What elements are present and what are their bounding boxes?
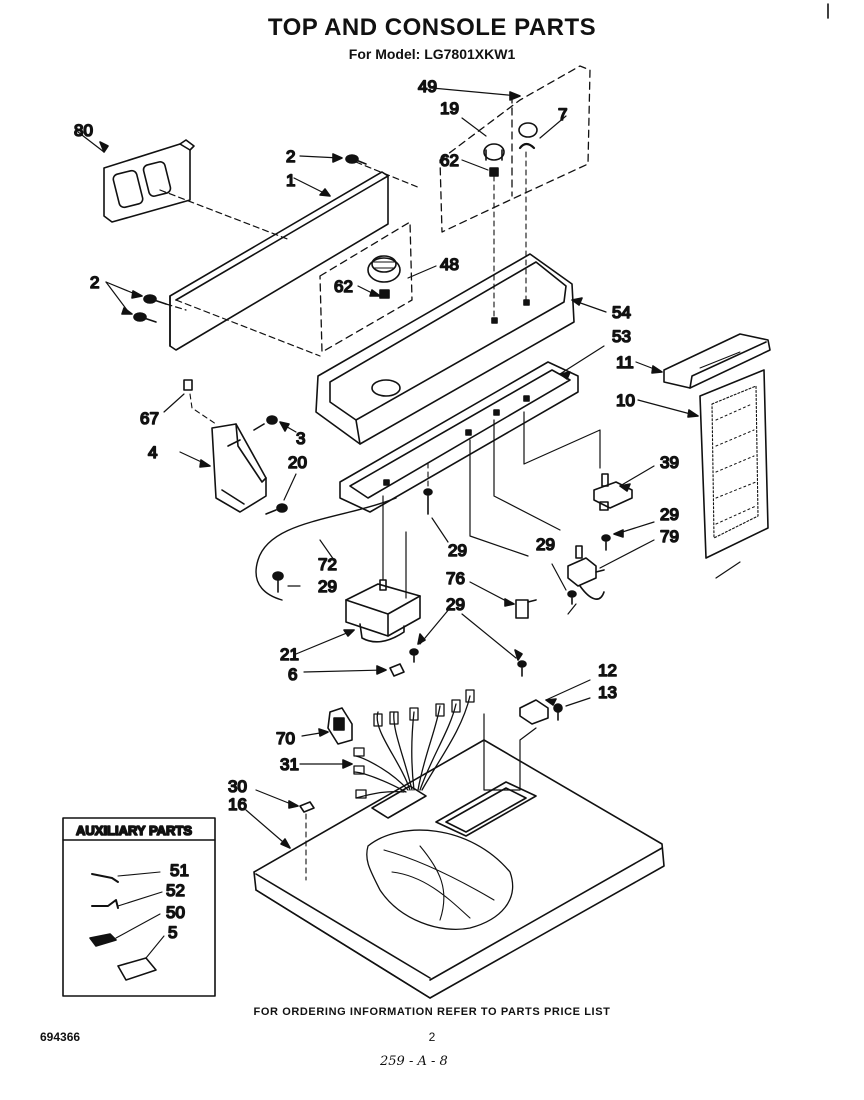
callout-16: 16 [228,795,247,814]
group-49-box [439,65,591,233]
part-29-screw-79 [567,590,577,605]
callout-54: 54 [612,303,631,322]
leader-80-arrow [99,141,109,153]
part-1-console-panel [169,171,389,351]
callout-70: 70 [276,729,295,748]
part-54-console-channel [315,253,575,445]
auxiliary-parts-title: AUXILIARY PARTS [76,823,192,838]
handwritten-reference: 259 - A - 8 [380,1054,448,1069]
part-29-screw-right [517,660,527,677]
callout-29: 29 [446,595,465,614]
page-number: 2 [428,1030,436,1044]
callout-12: 12 [598,661,617,680]
callout-20: 20 [288,453,307,472]
callout-6: 6 [288,665,297,684]
part-79-thermostat [567,545,605,615]
page-title: TOP AND CONSOLE PARTS [267,14,597,41]
callout-21: 21 [280,645,299,664]
callout-39: 39 [660,453,679,472]
callout-11: 11 [616,353,634,372]
part-29-screw-center [423,488,433,515]
callout-4: 4 [148,443,157,462]
callout-49: 49 [418,77,437,96]
part-29-screw-timer [409,648,419,663]
part-19-knob [483,143,505,177]
document-number: 694366 [40,1030,81,1044]
callout-2: 2 [90,273,99,292]
part-76-switch [515,599,537,619]
part-6-clip [389,663,405,677]
callout-53: 53 [612,327,631,346]
part-67-clip [183,379,193,391]
group-48-box [319,221,413,353]
part-29-screw-left [272,571,284,593]
callout-62: 62 [440,151,459,170]
part-31-harness [353,689,475,799]
callout-29: 29 [318,577,337,596]
part-10-lint-screen [699,369,769,559]
callout-30: 30 [228,777,247,796]
part-70-connector [327,707,353,745]
part-11-cover [663,333,771,389]
callout-19: 19 [440,99,459,118]
part-39-switch [593,473,633,511]
part-53-lower-channel [339,361,579,513]
ordering-note: FOR ORDERING INFORMATION REFER TO PARTS … [253,1006,611,1018]
part-12-block [519,699,549,725]
callout-10: 10 [616,391,635,410]
part-21-timer [345,495,421,643]
leader-80 [77,131,105,153]
callout-2: 2 [286,147,295,166]
aux-item-51: 51 [170,861,189,880]
part-80-bracket [103,139,195,223]
callout-3: 3 [296,429,305,448]
callout-76: 76 [446,569,465,588]
callout-62: 62 [334,277,353,296]
part-20-screw [265,503,288,515]
aux-item-52: 52 [166,881,185,900]
part-16-top-panel [253,739,665,999]
aux-item-50: 50 [166,903,185,922]
callout-13: 13 [598,683,617,702]
callout-80: 80 [74,121,93,140]
callout-31: 31 [280,755,299,774]
part-7-knob [518,122,538,150]
part-2-screws-left [133,294,167,323]
part-3-screw [253,415,278,431]
part-13-screw [553,703,563,721]
callout-48: 48 [440,255,459,274]
part-2-screw-top [345,154,367,165]
callout-29: 29 [660,505,679,524]
part-29-screw-39 [601,534,611,551]
callout-1: 1 [286,171,295,190]
callout-7: 7 [558,105,567,124]
part-72-wire [255,497,397,601]
part-30-clip [299,801,315,813]
part-4-bracket [211,423,267,513]
callout-29: 29 [448,541,467,560]
auxiliary-parts-box [62,817,216,997]
callout-67: 67 [140,409,159,428]
part-48-knob [367,255,401,299]
model-subtitle: For Model: LG7801XKW1 [348,46,516,62]
aux-item-5: 5 [168,923,177,942]
callout-79: 79 [660,527,679,546]
callout-29: 29 [536,535,555,554]
callout-72: 72 [318,555,337,574]
